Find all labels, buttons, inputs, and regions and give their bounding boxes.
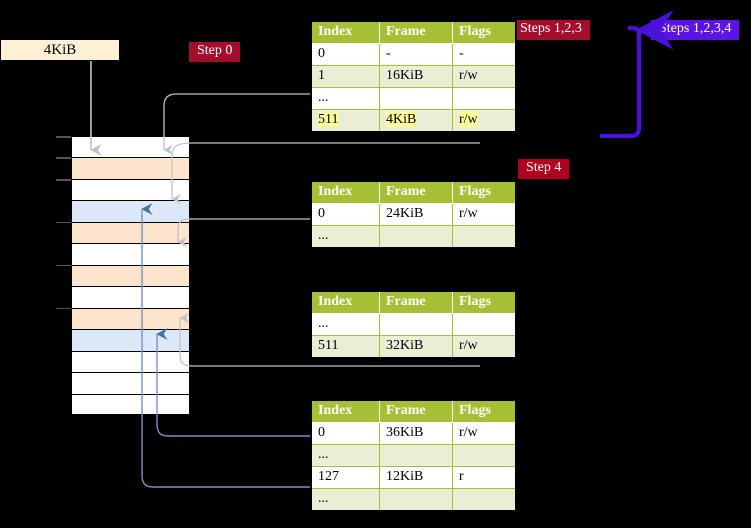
memory-frame-row [71,157,190,179]
memory-frame-row [71,264,190,287]
column-header-flags: Flags [452,20,517,44]
table-cell: 0 [310,203,380,226]
column-header-flags: Flags [452,290,517,314]
table-cell: r [452,466,517,489]
table-cell [452,313,517,336]
column-header-index: Index [310,399,380,423]
table-cell [452,225,517,249]
column-header-index: Index [310,180,380,204]
column-header-index: Index [310,20,380,44]
memory-frame-row [71,200,190,222]
column-header-frame: Frame [379,180,453,204]
memory-tick [56,136,71,138]
badge-steps-123: Steps 1,2,3 [512,19,590,41]
column-header-flags: Flags [452,180,517,204]
table-row: ... [310,313,517,336]
memory-tick [56,157,71,160]
table-cell: ... [310,313,380,336]
table-cell: r/w [452,65,517,88]
table-cell: r/w [452,422,517,445]
table-row: 0-- [310,43,517,66]
column-header-frame: Frame [379,20,453,44]
table-cell: - [379,43,453,66]
table-cell: - [452,43,517,66]
column-header-frame: Frame [379,399,453,423]
table-cell [452,488,517,512]
memory-tick [56,264,71,267]
highlighted-value: r/w [459,112,478,127]
column-header-flags: Flags [452,399,517,423]
column-header-index: Index [310,290,380,314]
table-row: ... [310,87,517,110]
memory-frame-row [71,221,190,244]
table-row: ... [310,444,517,467]
table-cell: 511 [310,335,380,359]
memory-frame-row [71,307,190,330]
physical-memory-column [71,136,190,415]
table-cell: ... [310,87,380,110]
badge-step-4: Step 4 [518,158,570,180]
table-cell: 36KiB [379,422,453,445]
memory-tick [56,221,71,224]
table-cell: 127 [310,466,380,489]
table-cell: 511 [310,109,380,133]
table-row: 511 4KiB r/w [310,109,517,133]
table-cell [452,87,517,110]
highlighted-value: 511 [318,112,339,127]
memory-region-label: 4KiB [43,41,77,58]
table-cell: ... [310,444,380,467]
table-cell: ... [310,488,380,512]
table-cell: r/w [452,109,517,133]
table-cell: 16KiB [379,65,453,88]
highlighted-value: 4KiB [386,112,417,127]
table-cell: 24KiB [379,203,453,226]
memory-frame-row [71,286,190,308]
table-cell: 1 [310,65,380,88]
column-header-frame: Frame [379,290,453,314]
table-row: ... [310,225,517,249]
table-cell [379,313,453,336]
table-cell [379,87,453,110]
table-cell: 0 [310,43,380,66]
table-cell: 12KiB [379,466,453,489]
memory-frame-row [71,393,190,415]
memory-frame-row [71,178,190,201]
memory-frame-row [71,243,190,265]
table-cell [379,488,453,512]
memory-tick [56,307,71,310]
table-cell: ... [310,225,380,249]
memory-frame-row [71,372,190,394]
memory-region-4kib-box: 4KiB [0,39,120,61]
memory-tick [56,178,71,181]
table-row: ... [310,488,517,512]
badge-step-0-label: Step 0 [189,42,241,63]
table-cell: 4KiB [379,109,453,133]
badge-step-4-label: Step 4 [518,159,570,180]
table-cell [379,225,453,249]
badge-steps-123-label: Steps 1,2,3 [512,20,590,41]
table-cell: r/w [452,335,517,359]
table-cell: 32KiB [379,335,453,359]
badge-step-0: Step 0 [189,41,241,63]
table-cell: 0 [310,422,380,445]
table-cell [452,444,517,467]
table-cell [379,444,453,467]
memory-frame-row [71,350,190,373]
table-cell: r/w [452,203,517,226]
